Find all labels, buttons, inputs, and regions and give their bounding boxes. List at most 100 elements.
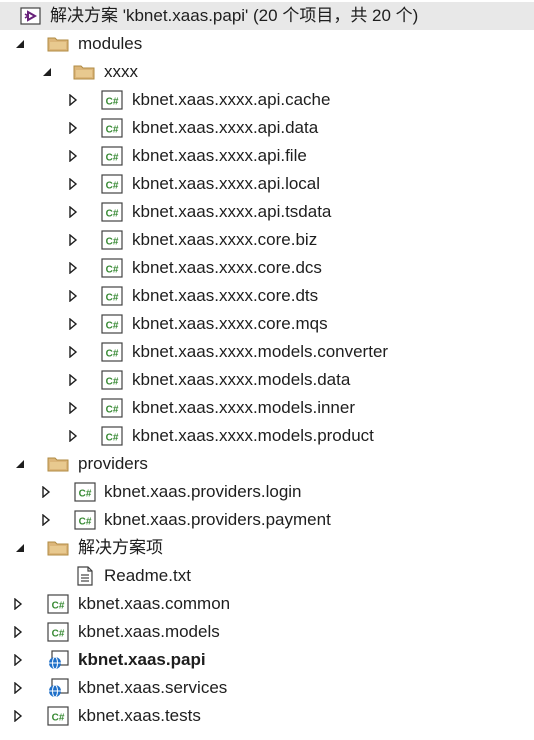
collapsed-arrow-icon[interactable] [67,430,79,442]
csharp-project-icon: C# [101,426,123,446]
folder-label: 解决方案项 [78,538,163,557]
collapsed-arrow-icon[interactable] [12,626,24,638]
project-label: kbnet.xaas.services [78,678,228,697]
text-file-icon [74,566,96,586]
expanded-arrow-icon[interactable] [41,66,53,78]
csharp-project-icon: C# [101,370,123,390]
csharp-badge-text: C# [106,181,119,192]
project-label: kbnet.xaas.tests [78,706,201,725]
project-row-xxxx-2[interactable]: C# kbnet.xaas.xxxx.api.file [0,142,534,170]
project-label: kbnet.xaas.common [78,594,231,613]
file-row-readme[interactable]: Readme.txt [0,562,534,590]
csharp-project-icon: C# [101,258,123,278]
project-row-root-2[interactable]: kbnet.xaas.papi [0,646,534,674]
csharp-project-icon: C# [74,482,96,502]
folder-icon [47,454,69,474]
project-label: kbnet.xaas.models [78,622,220,641]
collapsed-arrow-icon[interactable] [67,346,79,358]
project-label: kbnet.xaas.xxxx.api.file [132,146,307,165]
project-row-providers-0[interactable]: C#kbnet.xaas.providers.login [0,478,534,506]
collapsed-arrow-icon[interactable] [67,206,79,218]
expanded-arrow-icon[interactable] [14,542,26,554]
project-row-xxxx-3[interactable]: C# kbnet.xaas.xxxx.api.local [0,170,534,198]
project-label: kbnet.xaas.xxxx.models.data [132,370,351,389]
csharp-badge-text: C# [79,489,92,500]
collapsed-arrow-icon[interactable] [67,290,79,302]
csharp-badge-text: C# [52,601,65,612]
project-label: kbnet.xaas.xxxx.core.dts [132,286,319,305]
project-row-xxxx-10[interactable]: C# kbnet.xaas.xxxx.models.data [0,366,534,394]
collapsed-arrow-icon[interactable] [67,262,79,274]
csharp-project-icon: C# [101,146,123,166]
project-row-root-3[interactable]: kbnet.xaas.services [0,674,534,702]
csharp-project-icon: C# [101,286,123,306]
folder-row-modules[interactable]: modules [0,30,534,58]
collapsed-arrow-icon[interactable] [67,94,79,106]
csharp-project-icon: C# [101,314,123,334]
web-project-icon [47,650,69,670]
folder-row-solution-items[interactable]: 解决方案项 [0,534,534,562]
csharp-badge-text: C# [106,321,119,332]
collapsed-arrow-icon[interactable] [12,682,24,694]
collapsed-arrow-icon[interactable] [12,598,24,610]
solution-row[interactable]: 解决方案 'kbnet.xaas.papi' (20 个项目，共 20 个) [0,2,534,30]
collapsed-arrow-icon[interactable] [12,710,24,722]
csharp-project-icon: C# [101,230,123,250]
project-label: kbnet.xaas.xxxx.models.inner [132,398,355,417]
collapsed-arrow-icon[interactable] [67,318,79,330]
csharp-badge-text: C# [106,349,119,360]
project-row-providers-1[interactable]: C#kbnet.xaas.providers.payment [0,506,534,534]
folder-icon [47,34,69,54]
csharp-project-icon: C# [101,202,123,222]
collapsed-arrow-icon[interactable] [12,654,24,666]
project-row-xxxx-7[interactable]: C# kbnet.xaas.xxxx.core.dts [0,282,534,310]
project-row-xxxx-9[interactable]: C#kbnet.xaas.xxxx.models.converter [0,338,534,366]
csharp-project-icon: C# [101,90,123,110]
solution-label: 解决方案 'kbnet.xaas.papi' (20 个项目，共 20 个) [50,6,419,25]
visual-studio-solution-icon [20,6,42,26]
web-project-icon [47,678,69,698]
csharp-project-icon: C# [47,706,69,726]
project-row-xxxx-6[interactable]: C# kbnet.xaas.xxxx.core.dcs [0,254,534,282]
csharp-project-icon: C# [101,174,123,194]
project-row-xxxx-12[interactable]: C#kbnet.xaas.xxxx.models.product [0,422,534,450]
project-row-root-1[interactable]: C# kbnet.xaas.models [0,618,534,646]
folder-label: providers [78,454,148,473]
project-row-xxxx-5[interactable]: C#kbnet.xaas.xxxx.core.biz [0,226,534,254]
collapsed-arrow-icon[interactable] [67,122,79,134]
folder-row-providers[interactable]: providers [0,450,534,478]
project-row-root-4[interactable]: C# kbnet.xaas.tests [0,702,534,730]
project-row-xxxx-8[interactable]: C#kbnet.xaas.xxxx.core.mqs [0,310,534,338]
collapsed-arrow-icon[interactable] [67,402,79,414]
collapsed-arrow-icon[interactable] [67,234,79,246]
csharp-badge-text: C# [52,713,65,724]
folder-icon [47,538,69,558]
folder-label: xxxx [104,62,138,81]
collapsed-arrow-icon[interactable] [67,374,79,386]
collapsed-arrow-icon[interactable] [67,150,79,162]
csharp-badge-text: C# [106,433,119,444]
project-row-root-0[interactable]: C# kbnet.xaas.common [0,590,534,618]
folder-row-xxxx[interactable]: xxxx [0,58,534,86]
project-row-xxxx-11[interactable]: C#kbnet.xaas.xxxx.models.inner [0,394,534,422]
project-label: kbnet.xaas.xxxx.api.local [132,174,321,193]
csharp-badge-text: C# [79,517,92,528]
csharp-badge-text: C# [106,293,119,304]
expanded-arrow-icon[interactable] [14,458,26,470]
collapsed-arrow-icon[interactable] [67,178,79,190]
expanded-arrow-icon[interactable] [14,38,26,50]
folder-label: modules [78,34,143,53]
project-row-xxxx-0[interactable]: C# kbnet.xaas.xxxx.api.cache [0,86,534,114]
project-row-xxxx-4[interactable]: C#kbnet.xaas.xxxx.api.tsdata [0,198,534,226]
csharp-project-icon: C# [101,118,123,138]
collapsed-arrow-icon[interactable] [40,514,52,526]
project-row-xxxx-1[interactable]: C#kbnet.xaas.xxxx.api.data [0,114,534,142]
csharp-project-icon: C# [74,510,96,530]
project-label: kbnet.xaas.xxxx.api.cache [132,90,331,109]
csharp-badge-text: C# [106,209,119,220]
csharp-badge-text: C# [52,629,65,640]
collapsed-arrow-icon[interactable] [40,486,52,498]
csharp-project-icon: C# [101,342,123,362]
project-label: kbnet.xaas.xxxx.core.dcs [132,258,322,277]
